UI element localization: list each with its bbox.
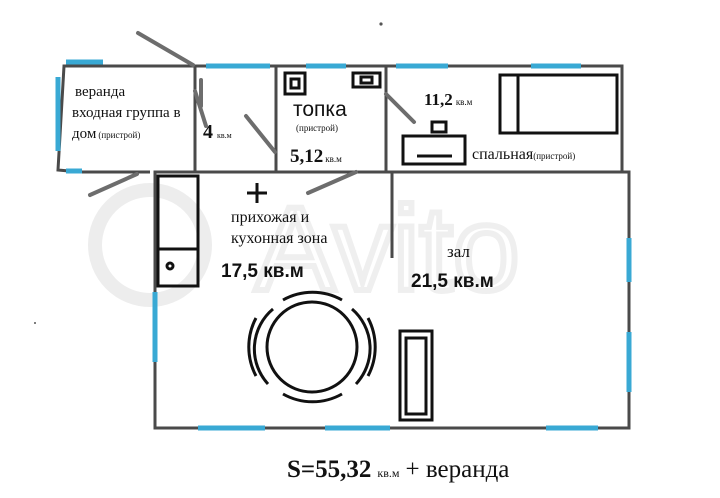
windows [55, 59, 632, 431]
veranda-wall [56, 64, 200, 174]
stove-box [283, 71, 307, 96]
doors [88, 31, 416, 197]
hall-area: 21,5 кв.м [411, 271, 494, 292]
total-area: S=55,32 кв.м + веранда [287, 456, 509, 483]
chair-left [247, 317, 258, 377]
kitchen-area: 17,5 кв.м [221, 261, 304, 282]
veranda-label-3: дом(пристрой) [72, 126, 140, 142]
bedroom-name: спальная(пристрой) [472, 146, 575, 163]
desk [401, 134, 467, 166]
sink-icon [165, 261, 175, 271]
stove-box [351, 71, 382, 89]
stray-dot [379, 22, 383, 26]
hall-name: зал [447, 242, 470, 261]
topka-title: топка [293, 98, 347, 121]
chair-right [366, 317, 377, 377]
door-bedroom [384, 92, 416, 124]
kitchen-label-1: прихожая и [231, 209, 310, 226]
bedroom-area-value: 11,2 [424, 90, 453, 109]
chair-bottom [282, 392, 343, 404]
topka-area-value: 5,12 [290, 146, 323, 167]
small-room-area: 4 кв.м [203, 121, 232, 143]
total-area-suffix: + веранда [406, 456, 510, 483]
topka-area-unit: кв.м [325, 154, 342, 164]
veranda-label-1: веранда [75, 84, 125, 100]
door-topka [306, 170, 358, 195]
stray-dot [34, 322, 36, 324]
small-room-area-unit: кв.м [217, 131, 232, 140]
topka-note: (пристрой) [296, 123, 338, 133]
bedroom-area-unit: кв.м [456, 97, 473, 107]
desk-item [430, 120, 448, 134]
bed [498, 73, 619, 135]
kitchen-cabinet [156, 174, 200, 288]
bedroom-name-note: (пристрой) [533, 151, 575, 161]
door-veranda [88, 172, 139, 197]
door-entrance [136, 31, 195, 67]
furniture [156, 71, 619, 422]
round-table [265, 300, 359, 394]
chair-right-inner [351, 307, 372, 386]
door-small-room-2 [244, 114, 277, 154]
total-area-value: S=55,32 [287, 456, 371, 483]
kitchen-label-2: кухонная зона [231, 230, 327, 247]
bedroom-name-value: спальная [472, 146, 534, 163]
room-labels: веранда входная группа в дом(пристрой) 4… [72, 84, 575, 292]
stove-box-inner [289, 77, 301, 90]
small-room-area-value: 4 [203, 121, 213, 143]
veranda-label-2: входная группа в [72, 105, 181, 121]
chair-top [282, 290, 343, 302]
door-small-room [193, 89, 208, 128]
total-area-unit: кв.м [377, 466, 399, 480]
sofa-seat [404, 336, 428, 416]
stove-box-inner [359, 75, 374, 85]
sofa [398, 329, 434, 422]
veranda-label-3-main: дом [72, 126, 97, 142]
veranda-label-3-note: (пристрой) [98, 130, 140, 140]
chair-left-inner [252, 307, 274, 386]
